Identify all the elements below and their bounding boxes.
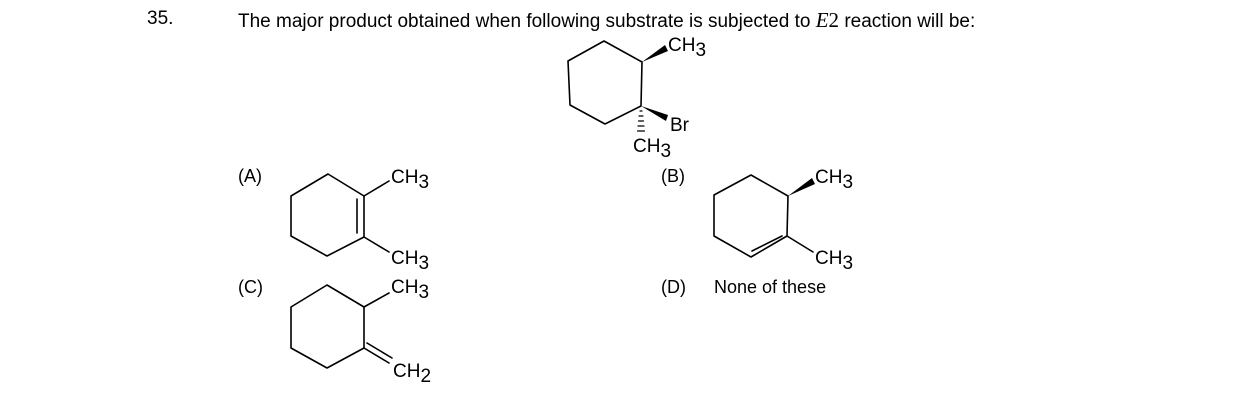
stem-text-before: The major product obtained when followin…	[238, 11, 816, 32]
option-c-ch2: CH2	[393, 361, 431, 387]
substrate-br: Br	[670, 115, 690, 136]
substrate-ring	[567, 40, 646, 132]
question-number: 35.	[147, 8, 174, 29]
option-b-bottom-ch3: CH3	[815, 248, 853, 274]
option-d-label[interactable]: (D)	[661, 277, 686, 297]
option-b-structure	[713, 174, 814, 258]
option-b-wedge	[788, 178, 815, 196]
option-a-label[interactable]: (A)	[238, 166, 262, 186]
option-a-top-ch3: CH3	[391, 167, 429, 193]
substrate-top-ch3: CH3	[668, 35, 706, 61]
option-c-structure	[290, 284, 393, 369]
substrate-wedge-br	[641, 106, 668, 121]
option-d-text: None of these	[714, 277, 827, 297]
substrate-bottom-ch3: CH3	[633, 136, 671, 162]
option-a-structure	[290, 173, 390, 257]
stem-text-after: reaction will be:	[839, 11, 976, 32]
question-stem: The major product obtained when followin…	[238, 8, 975, 33]
reaction-type-letter: E	[815, 8, 829, 32]
option-b-label[interactable]: (B)	[661, 166, 685, 186]
option-a-bottom-ch3: CH3	[391, 248, 429, 274]
reaction-type-number: 2	[828, 8, 840, 32]
option-c-top-ch3: CH3	[391, 277, 429, 303]
substrate-wedge-ch3	[642, 45, 668, 62]
option-c-label[interactable]: (C)	[238, 277, 263, 297]
substrate-hashed-bond	[636, 110, 646, 132]
option-b-top-ch3: CH3	[815, 167, 853, 193]
